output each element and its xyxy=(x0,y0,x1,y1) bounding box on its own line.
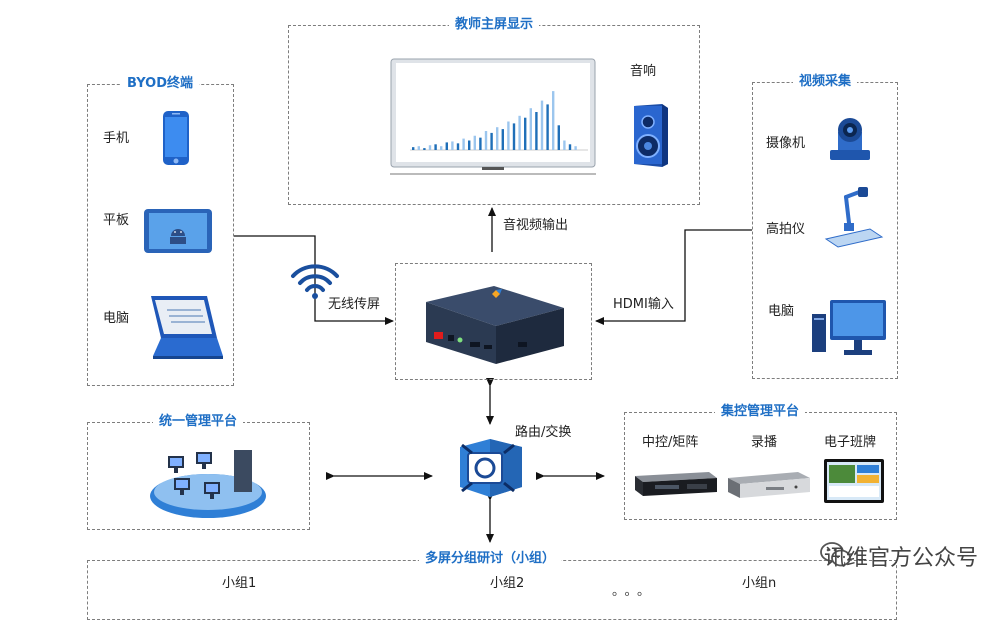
screen-chart-bar xyxy=(479,137,482,150)
groups-ellipsis: 。。。 xyxy=(612,584,657,599)
capture-item-visualizer-label: 高拍仪 xyxy=(766,222,806,237)
ptz-camera-icon xyxy=(824,110,876,162)
hdmi-line xyxy=(595,229,752,325)
capture-item-pc-label: 电脑 xyxy=(768,304,795,319)
screen-chart-bar xyxy=(417,146,420,150)
desktop-pc-icon xyxy=(810,296,890,360)
screen-chart-bar xyxy=(490,132,493,150)
screen-chart-bar xyxy=(445,142,448,150)
screen-chart-bar xyxy=(440,146,443,150)
group-1-label: 小组1 xyxy=(222,576,257,591)
screen-chart-bar xyxy=(546,104,549,150)
screen-chart-bar xyxy=(412,147,415,150)
screen-chart-bar xyxy=(496,127,499,150)
screen-chart-bar xyxy=(540,100,544,150)
screen-chart-bar xyxy=(535,112,538,150)
manage-title: 统一管理平台 xyxy=(152,414,244,430)
tablet-icon xyxy=(143,208,213,254)
screen-bar-chart xyxy=(410,91,588,151)
screen-chart-bar xyxy=(451,141,454,150)
screen-chart-bar xyxy=(434,144,437,150)
eclassboard-icon xyxy=(823,458,885,504)
wifi-icon xyxy=(290,262,340,300)
central-item-recording-label: 录播 xyxy=(751,435,778,450)
speaker-label: 音响 xyxy=(630,64,657,79)
byod-item-phone-label: 手机 xyxy=(103,131,130,146)
av-output-label: 音视频输出 xyxy=(503,218,569,233)
router-label: 路由/交换 xyxy=(515,425,572,440)
screen-chart-bar xyxy=(501,129,504,150)
speaker-icon xyxy=(628,102,672,168)
screen-chart-bar xyxy=(512,123,516,150)
document-camera-icon xyxy=(822,185,884,249)
screen-chart-bar xyxy=(552,91,555,150)
wireless-line xyxy=(234,235,394,325)
hdmi-input-label: HDMI输入 xyxy=(613,297,674,312)
hub-device-icon xyxy=(418,280,568,372)
hub-box xyxy=(395,263,592,380)
byod-title: BYOD终端 xyxy=(121,76,199,92)
screen-chart-bar xyxy=(473,135,476,150)
wireless-label: 无线传屏 xyxy=(328,297,381,312)
router-switch-icon xyxy=(452,435,528,499)
screen-chart-bar xyxy=(518,115,521,150)
phone-icon xyxy=(162,110,190,166)
central-item-eclassboard-label: 电子班牌 xyxy=(824,435,877,450)
screen-chart-bar xyxy=(524,117,527,150)
screen-chart-bar xyxy=(557,125,560,150)
watermark-text: 讯维官方公众号 xyxy=(823,546,978,571)
groups-title: 多屏分组研讨（小组） xyxy=(418,551,562,567)
network-computers-icon xyxy=(148,444,272,520)
screen-chart-bar xyxy=(462,138,465,150)
wechat-icon xyxy=(820,542,852,568)
group-n-label: 小组n xyxy=(742,576,777,591)
central-item-control-label: 中控/矩阵 xyxy=(642,435,699,450)
screen-chart-bar xyxy=(574,146,577,150)
capture-item-camera-label: 摄像机 xyxy=(766,136,806,151)
matrix-controller-icon xyxy=(633,468,719,498)
capture-title: 视频采集 xyxy=(792,74,858,90)
group-2-label: 小组2 xyxy=(490,576,525,591)
laptop-icon xyxy=(143,294,225,360)
connector-lines xyxy=(234,207,752,543)
teacher-display-title: 教师主屏显示 xyxy=(448,17,540,33)
screen-chart-bar xyxy=(468,140,471,150)
screen-chart-bar xyxy=(428,145,432,150)
byod-item-tablet-label: 平板 xyxy=(103,213,130,228)
screen-chart-bar xyxy=(423,148,426,150)
recorder-icon xyxy=(726,468,812,500)
screen-chart-bar xyxy=(563,140,566,150)
central-title: 集控管理平台 xyxy=(714,404,806,420)
screen-chart-bar xyxy=(568,144,572,150)
interactive-display-icon xyxy=(390,58,596,178)
screen-chart-bar xyxy=(529,108,532,150)
screen-chart-bar xyxy=(484,131,488,150)
screen-chart-bar xyxy=(456,143,460,150)
screen-chart-bar xyxy=(507,121,510,150)
byod-item-laptop-label: 电脑 xyxy=(103,311,130,326)
